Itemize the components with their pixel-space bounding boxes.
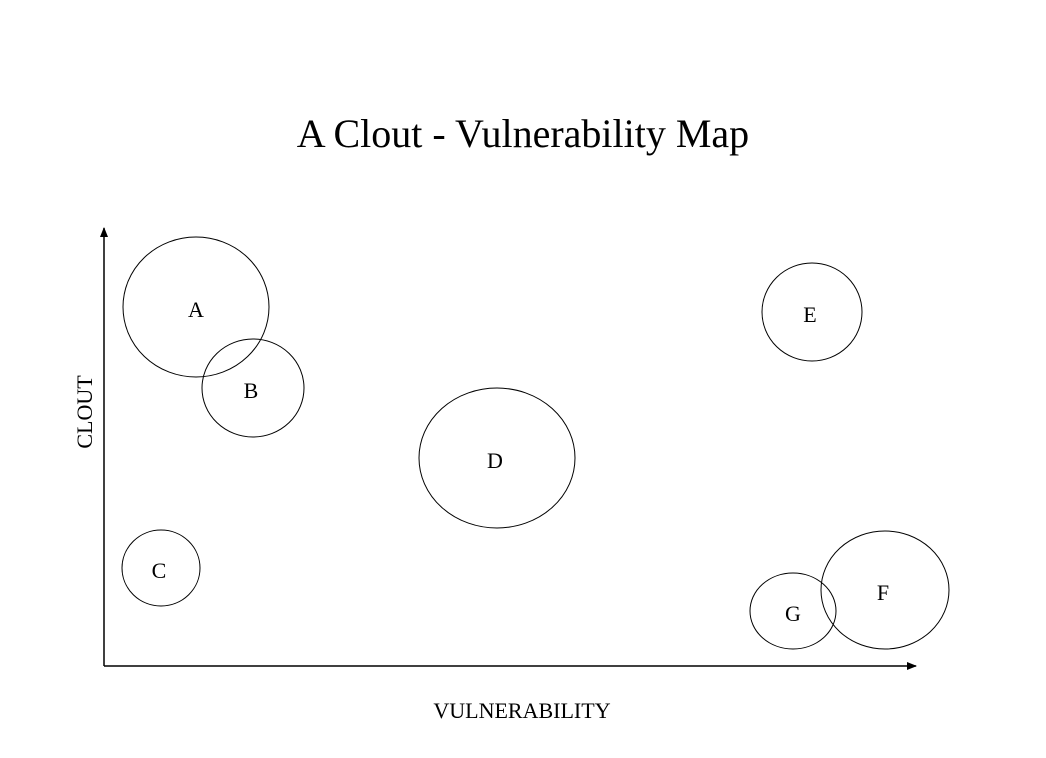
diagram-title: A Clout - Vulnerability Map xyxy=(296,111,750,156)
bubble-b-label: B xyxy=(244,378,259,403)
bubble-g-label: G xyxy=(785,601,801,626)
bubble-c xyxy=(121,529,201,607)
bubble-d-label: D xyxy=(487,448,503,473)
bubble-b xyxy=(201,338,305,438)
bubble-f-label: F xyxy=(877,580,889,605)
bubble-g xyxy=(749,572,837,650)
y-axis-label: CLOUT xyxy=(72,375,97,449)
bubble-d xyxy=(418,387,576,529)
bubble-a xyxy=(122,236,270,378)
x-axis-label: VULNERABILITY xyxy=(433,698,610,723)
bubble-f xyxy=(820,530,950,650)
bubble-a-label: A xyxy=(188,297,204,322)
bubble-e-label: E xyxy=(803,302,816,327)
bubble-e xyxy=(761,262,863,362)
bubble-c-label: C xyxy=(152,558,167,583)
